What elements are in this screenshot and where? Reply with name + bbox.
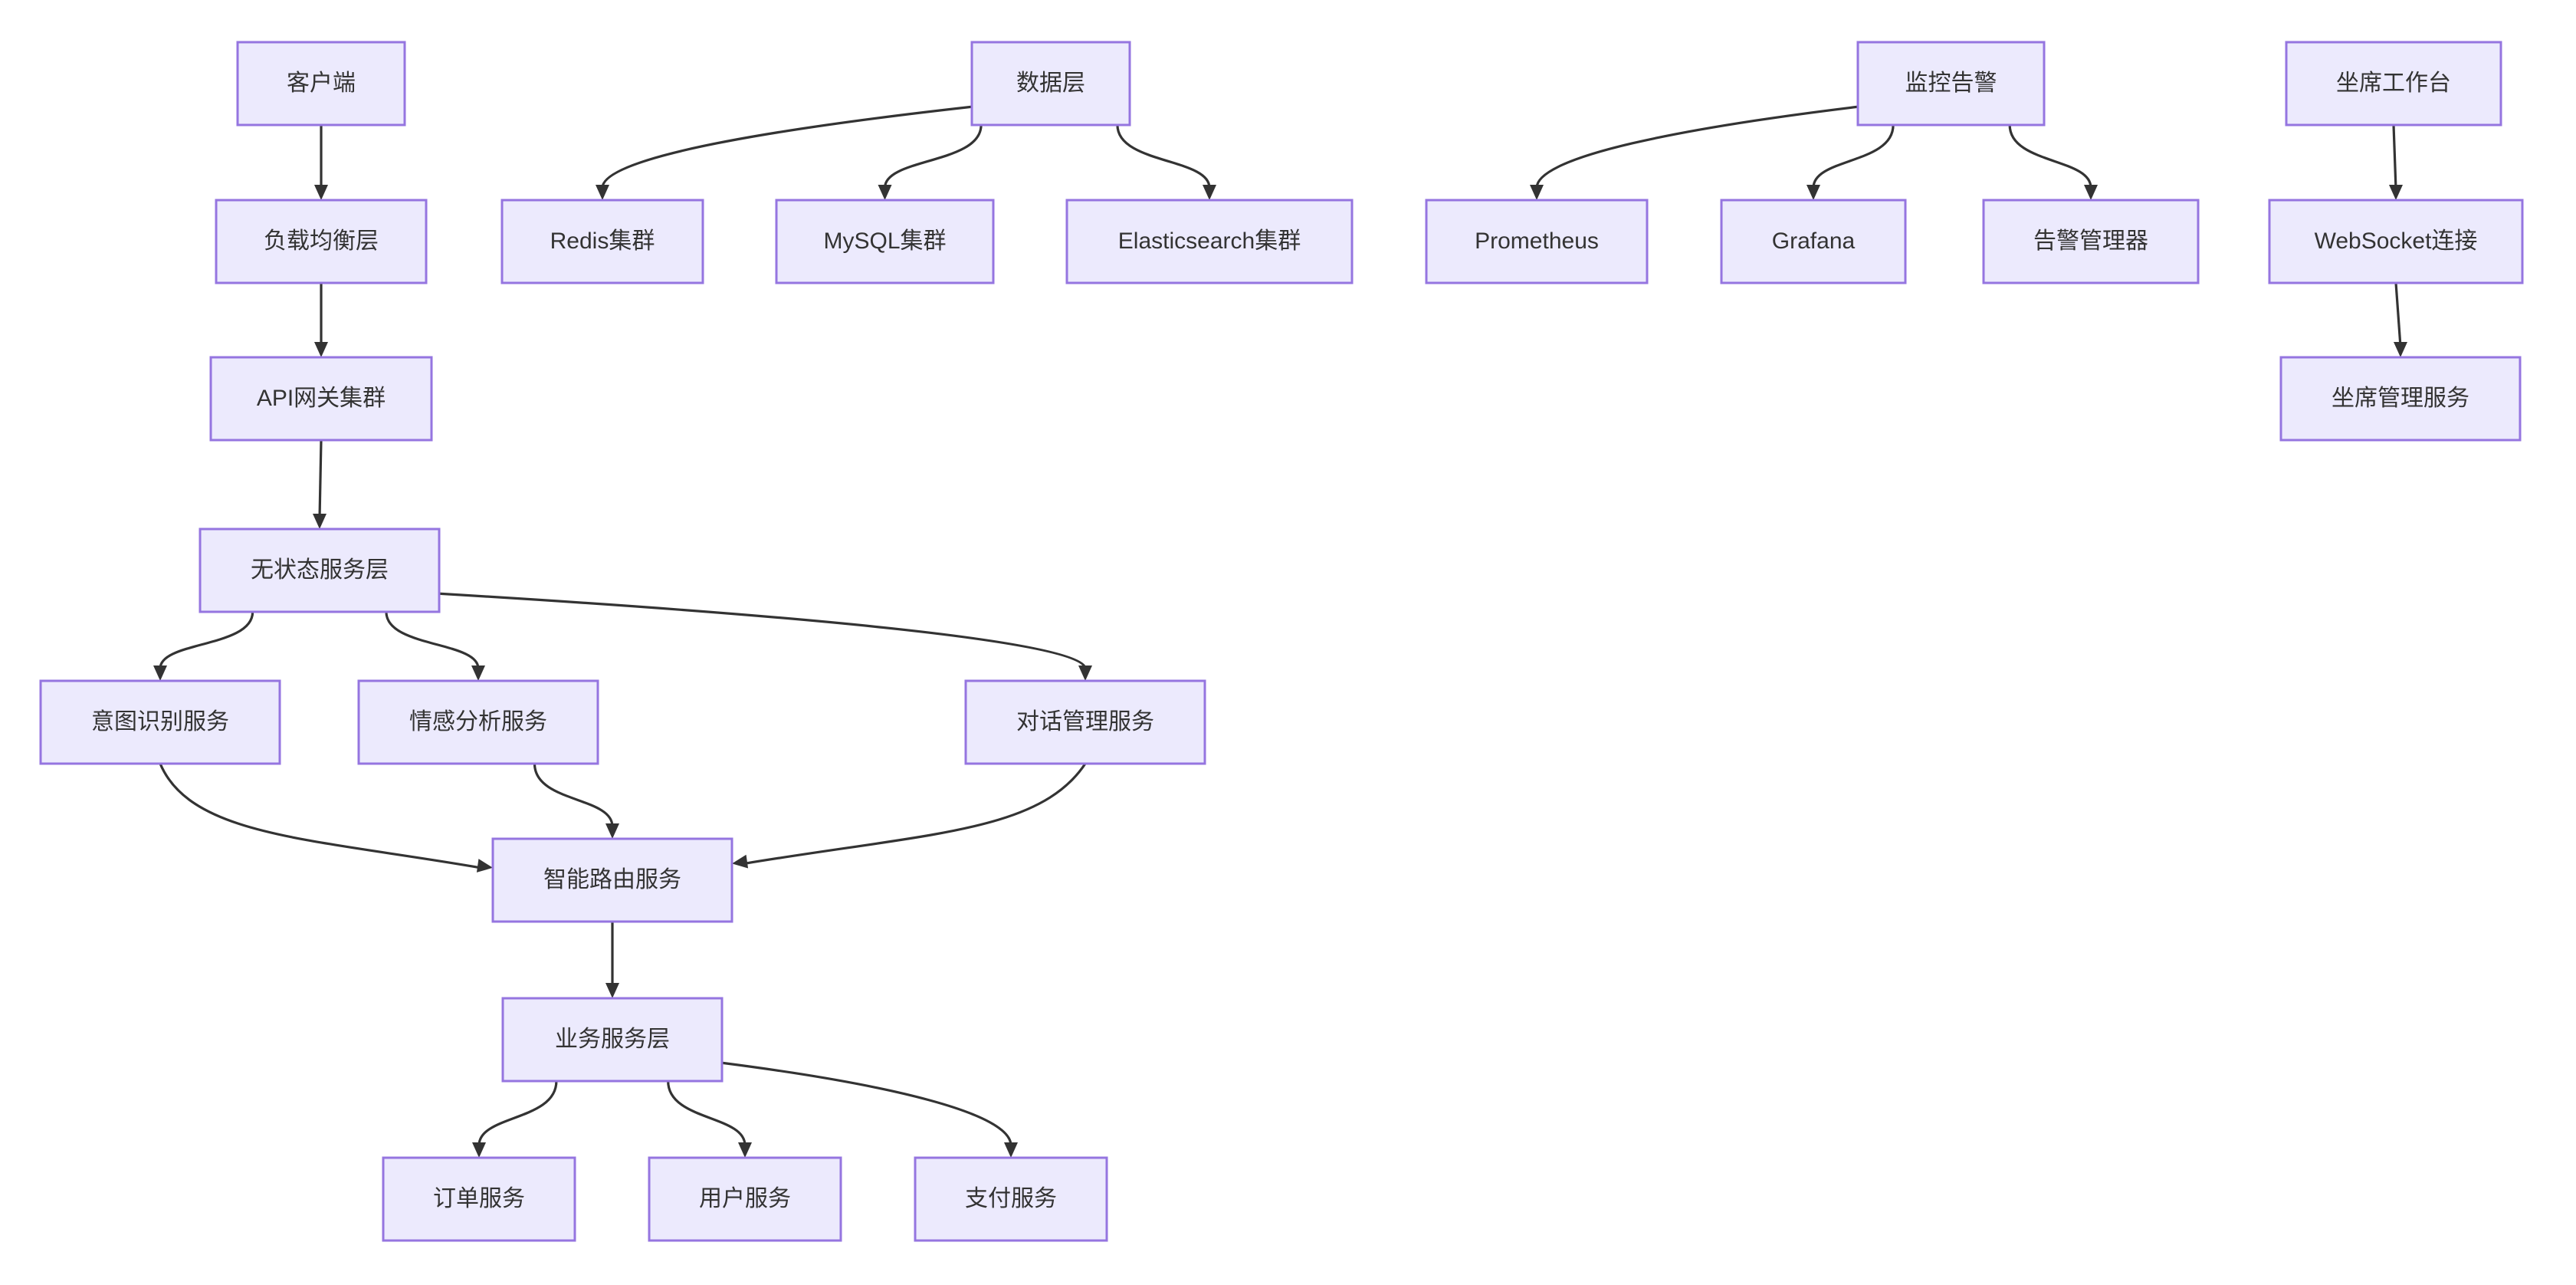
arrowhead-dialog-to-router: [732, 854, 749, 869]
node-box-redis[interactable]: [500, 199, 704, 284]
node-dialog[interactable]: 对话管理服务: [964, 679, 1206, 765]
node-client[interactable]: 客户端: [236, 41, 406, 127]
node-websocket[interactable]: WebSocket连接: [2268, 199, 2524, 284]
arrowhead-datalayer-to-es: [1203, 185, 1216, 200]
edge-monitor-to-prometheus: [1535, 105, 1859, 189]
node-box-user[interactable]: [648, 1156, 842, 1242]
node-agentmgmt[interactable]: 坐席管理服务: [2279, 356, 2522, 442]
edge-monitor-to-grafana: [1812, 124, 1895, 189]
node-box-prometheus[interactable]: [1425, 199, 1649, 284]
node-box-lb[interactable]: [215, 199, 428, 284]
arrowhead-stateless-to-dialog: [1078, 666, 1092, 681]
node-monitor[interactable]: 监控告警: [1856, 41, 2046, 127]
node-box-order[interactable]: [382, 1156, 576, 1242]
node-box-payment[interactable]: [914, 1156, 1108, 1242]
node-box-es[interactable]: [1065, 199, 1354, 284]
node-box-stateless[interactable]: [199, 527, 441, 613]
arrowhead-stateless-to-sentiment: [471, 666, 485, 681]
node-payment[interactable]: 支付服务: [914, 1156, 1108, 1242]
node-box-intent[interactable]: [39, 679, 281, 765]
node-prometheus[interactable]: Prometheus: [1425, 199, 1649, 284]
node-box-datalayer[interactable]: [970, 41, 1131, 127]
node-box-agentdesk[interactable]: [2285, 41, 2502, 127]
node-box-sentiment[interactable]: [357, 679, 599, 765]
node-box-websocket[interactable]: [2268, 199, 2524, 284]
node-box-mysql[interactable]: [775, 199, 995, 284]
node-intent[interactable]: 意图识别服务: [39, 679, 281, 765]
node-business[interactable]: 业务服务层: [501, 997, 724, 1083]
arrowhead-client-to-lb: [314, 185, 328, 200]
node-box-apigw[interactable]: [209, 356, 433, 442]
edge-stateless-to-dialog: [438, 592, 1087, 669]
edge-stateless-to-sentiment: [385, 611, 480, 669]
node-apigw[interactable]: API网关集群: [209, 356, 433, 442]
arrowhead-business-to-payment: [1004, 1142, 1018, 1158]
node-redis[interactable]: Redis集群: [500, 199, 704, 284]
node-box-client[interactable]: [236, 41, 406, 127]
node-agentdesk[interactable]: 坐席工作台: [2285, 41, 2502, 127]
arrowhead-monitor-to-alertmgr: [2084, 185, 2098, 200]
arrowhead-router-to-business: [605, 983, 619, 998]
node-box-grafana[interactable]: [1720, 199, 1907, 284]
edge-agentdesk-to-websocket: [2392, 124, 2397, 190]
node-grafana[interactable]: Grafana: [1720, 199, 1907, 284]
node-box-alertmgr[interactable]: [1982, 199, 2200, 284]
arrowhead-business-to-order: [472, 1142, 486, 1158]
edge-datalayer-to-mysql: [883, 124, 983, 189]
node-mysql[interactable]: MySQL集群: [775, 199, 995, 284]
node-datalayer[interactable]: 数据层: [970, 41, 1131, 127]
edge-websocket-to-agentmgmt: [2394, 282, 2402, 347]
arrowhead-datalayer-to-mysql: [878, 185, 892, 200]
edge-monitor-to-alertmgr: [2008, 124, 2092, 189]
node-router[interactable]: 智能路由服务: [491, 837, 733, 923]
arrowhead-stateless-to-intent: [153, 666, 167, 681]
node-box-agentmgmt[interactable]: [2279, 356, 2522, 442]
arrowhead-lb-to-apigw: [314, 342, 328, 357]
node-user[interactable]: 用户服务: [648, 1156, 842, 1242]
node-box-business[interactable]: [501, 997, 724, 1083]
node-alertmgr[interactable]: 告警管理器: [1982, 199, 2200, 284]
edge-datalayer-to-redis: [601, 105, 973, 189]
edge-business-to-user: [667, 1080, 747, 1146]
nodes-layer: 客户端负载均衡层 API网关集群无状态服务层意图识别服务情感分析服务 对话管理服务智…: [39, 41, 2524, 1242]
edge-sentiment-to-router: [533, 763, 614, 827]
arrowhead-agentdesk-to-websocket: [2389, 185, 2403, 200]
edge-stateless-to-intent: [159, 611, 254, 669]
arrowhead-business-to-user: [738, 1142, 752, 1158]
arrowhead-intent-to-router: [476, 859, 493, 873]
node-sentiment[interactable]: 情感分析服务: [357, 679, 599, 765]
node-es[interactable]: Elasticsearch集群: [1065, 199, 1354, 284]
arrowhead-websocket-to-agentmgmt: [2394, 342, 2407, 357]
edge-apigw-to-stateless: [318, 439, 323, 519]
edge-intent-to-router: [159, 763, 481, 869]
edge-datalayer-to-es: [1116, 124, 1211, 189]
node-box-dialog[interactable]: [964, 679, 1206, 765]
node-order[interactable]: 订单服务: [382, 1156, 576, 1242]
node-stateless[interactable]: 无状态服务层: [199, 527, 441, 613]
arrowhead-apigw-to-stateless: [313, 514, 327, 529]
node-lb[interactable]: 负载均衡层: [215, 199, 428, 284]
arrowhead-monitor-to-prometheus: [1530, 185, 1544, 200]
arrowhead-sentiment-to-router: [605, 823, 619, 839]
node-box-monitor[interactable]: [1856, 41, 2046, 127]
arrowhead-datalayer-to-redis: [596, 185, 609, 200]
edge-business-to-payment: [721, 1061, 1012, 1146]
node-box-router[interactable]: [491, 837, 733, 923]
edge-business-to-order: [477, 1080, 558, 1146]
edge-dialog-to-router: [743, 763, 1087, 865]
edges-layer: [153, 105, 2407, 1158]
arrowhead-monitor-to-grafana: [1806, 185, 1820, 200]
